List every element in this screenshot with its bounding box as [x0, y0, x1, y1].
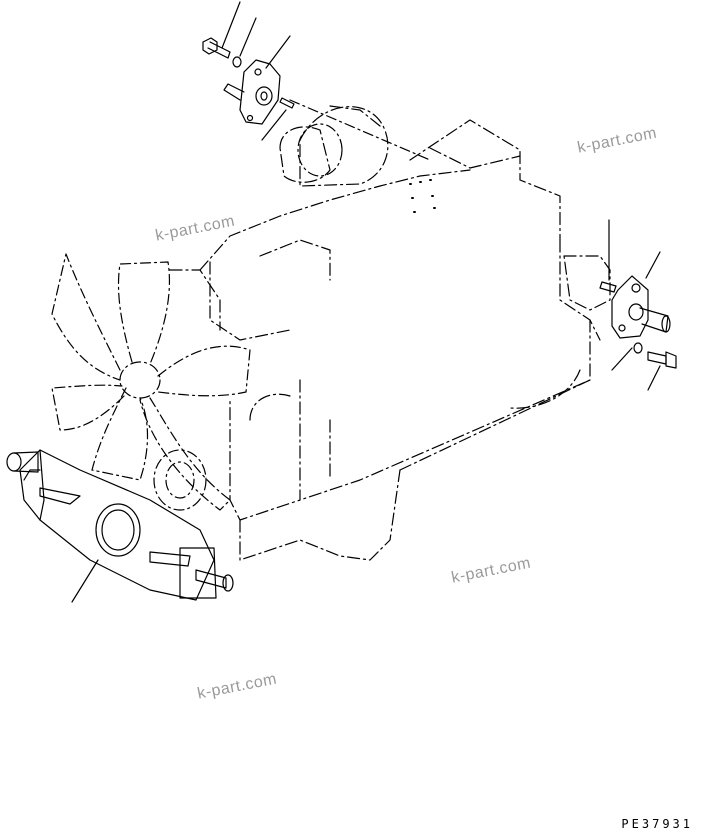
support-boss	[6, 452, 22, 472]
leader-line	[611, 347, 633, 371]
support-boss	[222, 574, 234, 592]
dowel-pin	[279, 97, 295, 109]
cooling-fan-phantom	[51, 123, 343, 511]
washer	[633, 342, 643, 354]
leader-line	[71, 559, 99, 603]
leader-line	[645, 251, 661, 279]
leader-line	[261, 109, 287, 141]
rear-mount-bracket-group	[202, 1, 431, 161]
leader-line	[647, 365, 661, 391]
front-engine-support	[6, 449, 234, 603]
front-mount-bracket-group	[599, 219, 677, 391]
center-ring	[95, 503, 141, 557]
leader-line	[221, 1, 241, 49]
mount-bracket	[223, 59, 281, 125]
leader-line	[239, 17, 257, 57]
mount-bracket	[611, 275, 671, 339]
block-dots	[409, 179, 436, 213]
washer	[232, 56, 242, 68]
leader-line	[265, 35, 291, 69]
dowel-pin	[599, 281, 617, 293]
hidden-edge	[289, 99, 431, 161]
drawing-code: PE37931	[621, 817, 693, 831]
engine-block-phantom	[169, 105, 611, 561]
bolt	[647, 351, 677, 369]
bolt	[202, 37, 231, 59]
